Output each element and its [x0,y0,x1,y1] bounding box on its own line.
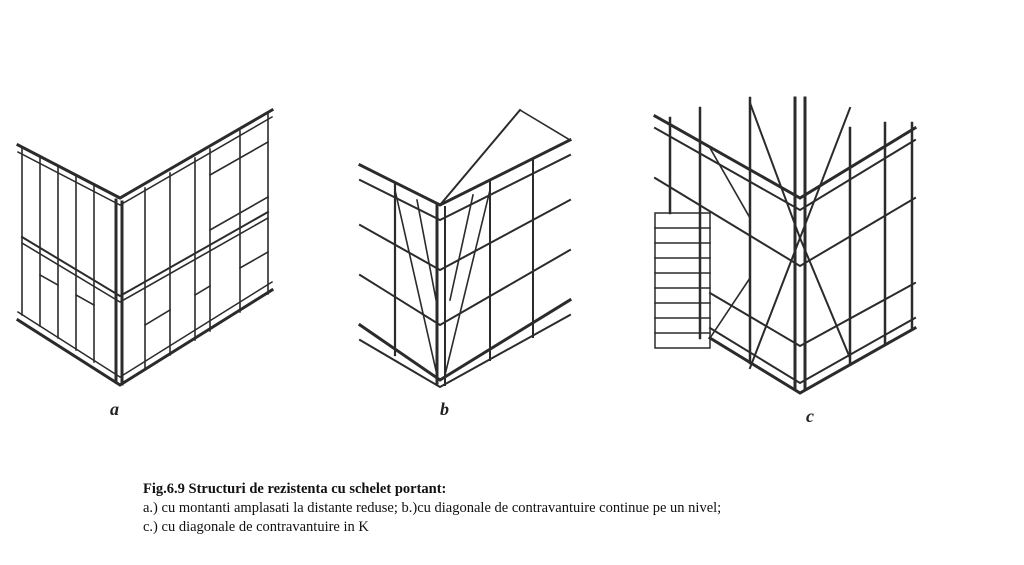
label-a: a [110,399,119,419]
label-c: c [806,406,814,426]
figure-caption: Fig.6.9 Structuri de rezistenta cu schel… [143,480,943,537]
caption-line-a: a.) cu montanti amplasati la distante re… [143,500,722,516]
frame-b-drawing [355,105,580,390]
frame-c-drawing [650,88,925,398]
label-b: b [440,399,449,419]
caption-line-c: c.) cu diagonale de contravantuire in K [143,519,369,535]
frame-a-drawing [10,100,290,390]
caption-title: Fig.6.9 Structuri de rezistenta cu schel… [143,481,447,497]
